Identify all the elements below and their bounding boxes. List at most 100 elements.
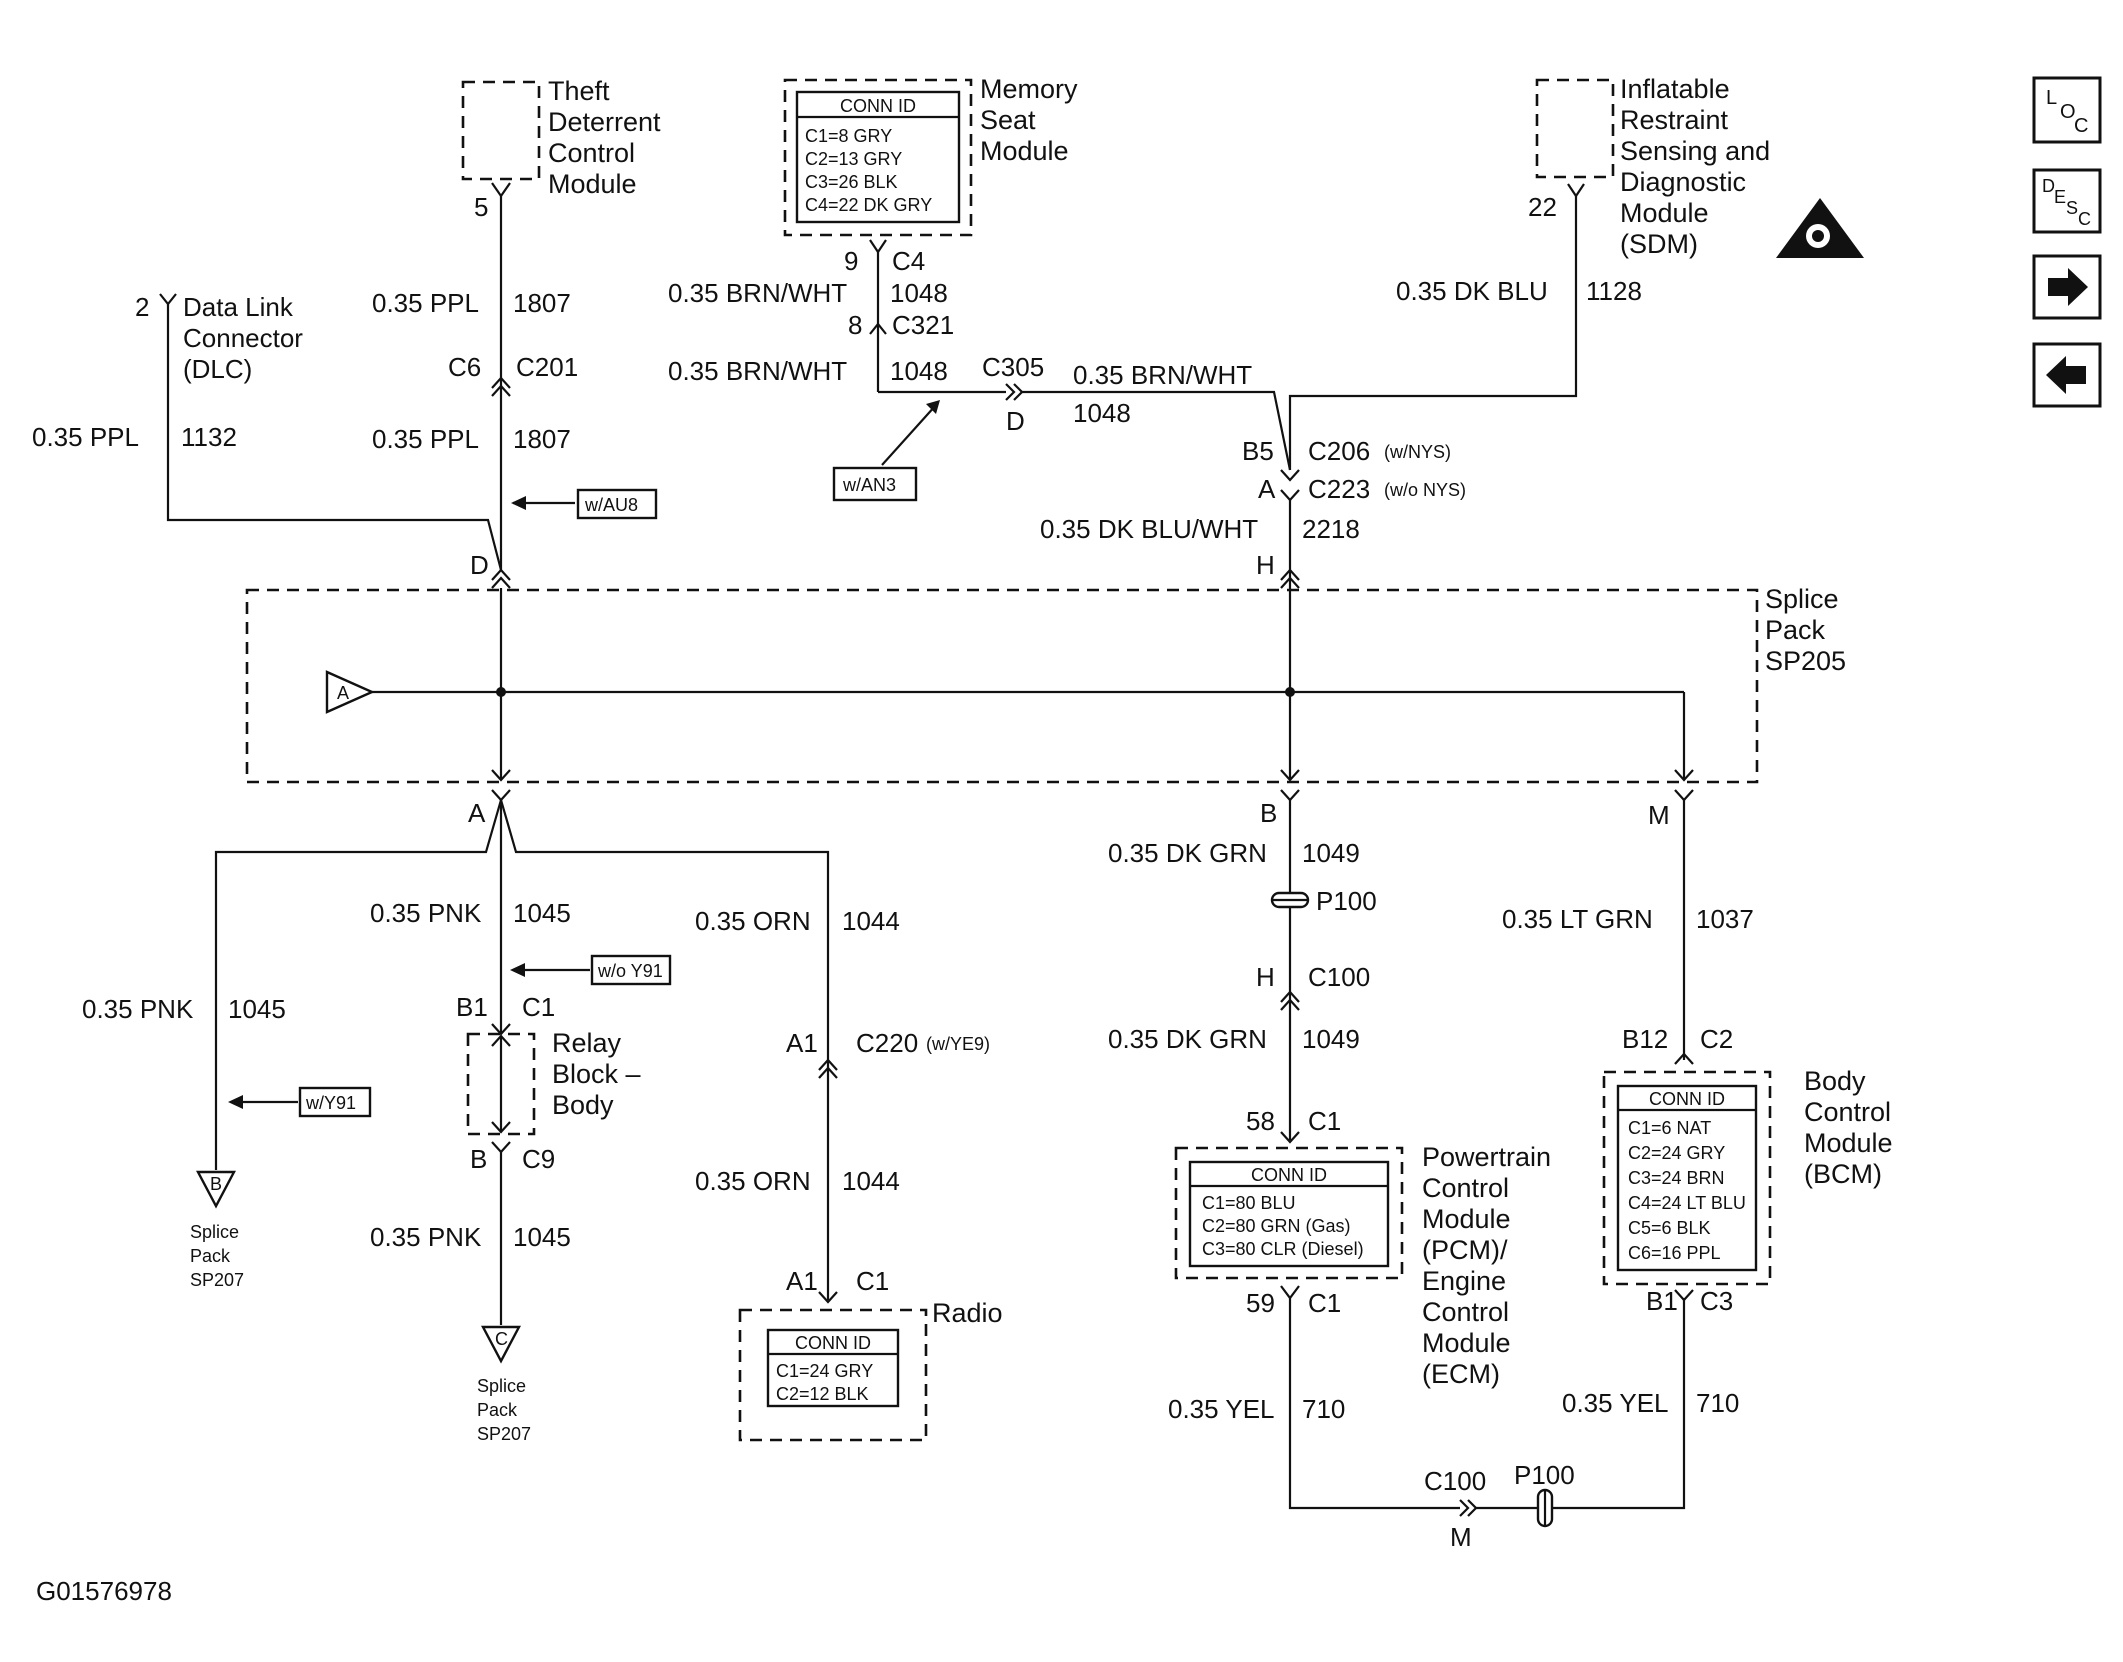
loc-letter-c: C [2074, 115, 2088, 137]
pcm-c1-terminal-top [1280, 1131, 1300, 1144]
pcm-c1-terminal-bottom [1280, 1285, 1300, 1300]
c223-connector [1280, 489, 1300, 502]
desc-letter-d: D [2042, 176, 2055, 196]
c206-label: C206 [1308, 436, 1370, 466]
wire-1037-circuit: 1037 [1696, 904, 1754, 934]
wire-2218-size: 0.35 DK BLU/WHT [1040, 514, 1258, 544]
splice-label-3: SP205 [1765, 646, 1846, 676]
au8-option-box [576, 488, 658, 520]
sdm-label-5: Module [1620, 198, 1709, 228]
wire-1044-upper [499, 799, 830, 1068]
pcm-c1-label-bottom: C1 [1308, 1288, 1341, 1318]
radio-conn-id-header: CONN ID [795, 1333, 871, 1353]
loc-letter-l: L [2046, 87, 2057, 109]
pcm-label-5: Engine [1422, 1266, 1506, 1296]
wire-1048-size-upper: 0.35 BRN/WHT [668, 278, 847, 308]
wire-1048-circuit-upper: 1048 [890, 278, 948, 308]
splice-node-center [1285, 687, 1295, 697]
dlc-label-3: (DLC) [183, 354, 252, 384]
c100-upper-label: C100 [1308, 962, 1370, 992]
desc-letter-s: S [2066, 198, 2078, 218]
ref-c-triangle [481, 1325, 521, 1364]
wire-710-pcm [1288, 1298, 1460, 1510]
c206-pin: B5 [1242, 436, 1274, 466]
y91-option-box [298, 1086, 372, 1118]
bcm-c2-terminal [1674, 1052, 1694, 1065]
wire-1807-circuit-upper: 1807 [513, 288, 571, 318]
radio-module[interactable]: CONN ID C1=24 GRY C2=12 BLK Radio [738, 1298, 1003, 1442]
memory-conn-c4: C4=22 DK GRY [805, 195, 932, 215]
wire-1048-circuit-lower: 1048 [890, 356, 948, 386]
wire-1044-upper-circuit: 1044 [842, 906, 900, 936]
wire-1128-size: 0.35 DK BLU [1396, 276, 1548, 306]
splice-b-terminal [1280, 789, 1300, 802]
splice-pin-m: M [1648, 800, 1670, 830]
pcm-label-1: Powertrain [1422, 1142, 1551, 1172]
wo-y91-option-box [590, 954, 672, 986]
sdm-module[interactable]: Inflatable Restraint Sensing and Diagnos… [1535, 74, 1770, 259]
pcm-pin-59: 59 [1246, 1288, 1275, 1318]
body-control-module[interactable]: CONN ID C1=6 NAT C2=24 GRY C3=24 BRN C4=… [1602, 1066, 1893, 1286]
memory-seat-module[interactable]: CONN ID C1=8 GRY C2=13 GRY C3=26 BLK C4=… [783, 74, 1078, 237]
wire-1049-size-lower: 0.35 DK GRN [1108, 1024, 1267, 1054]
pcm-ecm-module[interactable]: CONN ID C1=80 BLU C2=80 GRN (Gas) C3=80 … [1174, 1142, 1551, 1389]
pcm-label-8: (ECM) [1422, 1359, 1500, 1389]
wire-1807-size-lower: 0.35 PPL [372, 424, 479, 454]
wire-1045-y91-circuit: 1045 [228, 994, 286, 1024]
wire-1807-circuit-lower: 1807 [513, 424, 571, 454]
memory-c4-terminal [869, 239, 887, 254]
theft-deterrent-module[interactable]: Theft Deterrent Control Module [461, 76, 661, 199]
c321-pin: 8 [848, 310, 862, 340]
c220-pin: A1 [786, 1028, 818, 1058]
splice-out-b-arrow [1280, 769, 1300, 782]
desc-button[interactable]: D E S C [2032, 168, 2102, 234]
wire-1049-circuit-upper: 1049 [1302, 838, 1360, 868]
memory-pin-9: 9 [844, 246, 858, 276]
relay-block-body[interactable]: Relay Block – Body [466, 1028, 641, 1136]
wire-1044-lower-size: 0.35 ORN [695, 1166, 811, 1196]
splice-pack-sp205[interactable]: Splice Pack SP205 [245, 584, 1846, 784]
memory-label-1: Memory [980, 74, 1078, 104]
wire-1048-circuit-right: 1048 [1073, 398, 1131, 428]
relay-c9-label: C9 [522, 1144, 555, 1174]
wire-1132-size: 0.35 PPL [32, 422, 139, 452]
dlc-pin: 2 [135, 292, 149, 322]
an3-pointer [881, 404, 937, 466]
theft-label-4: Module [548, 169, 637, 199]
c321-label: C321 [892, 310, 954, 340]
wire-1128-circuit: 1128 [1586, 276, 1642, 306]
wire-1045-main-size: 0.35 PNK [370, 898, 482, 928]
sdm-label-6: (SDM) [1620, 229, 1698, 259]
wire-1128 [1288, 196, 1578, 470]
bcm-conn-c4: C4=24 LT BLU [1628, 1193, 1746, 1213]
dlc-terminal [159, 293, 177, 306]
wire-1037-size: 0.35 LT GRN [1502, 904, 1653, 934]
splice-ref-a-triangle [325, 670, 375, 714]
c100-lower-label: C100 [1424, 1466, 1486, 1496]
loc-button[interactable]: L O C [2032, 76, 2102, 144]
sdm-terminal [1567, 183, 1585, 198]
p100-lower-label: P100 [1514, 1460, 1575, 1490]
bcm-c2-label: C2 [1700, 1024, 1733, 1054]
radio-c1-label: C1 [856, 1266, 889, 1296]
bcm-conn-c6: C6=16 PPL [1628, 1243, 1721, 1263]
wire-710-bcm-circuit: 710 [1696, 1388, 1739, 1418]
au8-option-label: w/AU8 [584, 495, 638, 515]
dlc-label-2: Connector [183, 323, 303, 353]
theft-label-3: Control [548, 138, 635, 168]
back-button[interactable] [2032, 342, 2102, 408]
splice-m-terminal [1674, 789, 1694, 802]
sp207-c-label-2: Pack [477, 1400, 518, 1420]
ref-c-letter: C [495, 1329, 508, 1349]
c220-label: C220 [856, 1028, 918, 1058]
figure-id: G01576978 [36, 1576, 172, 1606]
pcm-conn-c3: C3=80 CLR (Diesel) [1202, 1239, 1364, 1259]
pcm-label-6: Control [1422, 1297, 1509, 1327]
ref-b-letter: B [210, 1174, 222, 1194]
wire-1045-main-circuit: 1045 [513, 898, 571, 928]
next-button[interactable] [2032, 254, 2102, 320]
c100-upper-connector [1280, 990, 1300, 1011]
sdm-label-4: Diagnostic [1620, 167, 1746, 197]
c305-connector [1005, 383, 1024, 401]
